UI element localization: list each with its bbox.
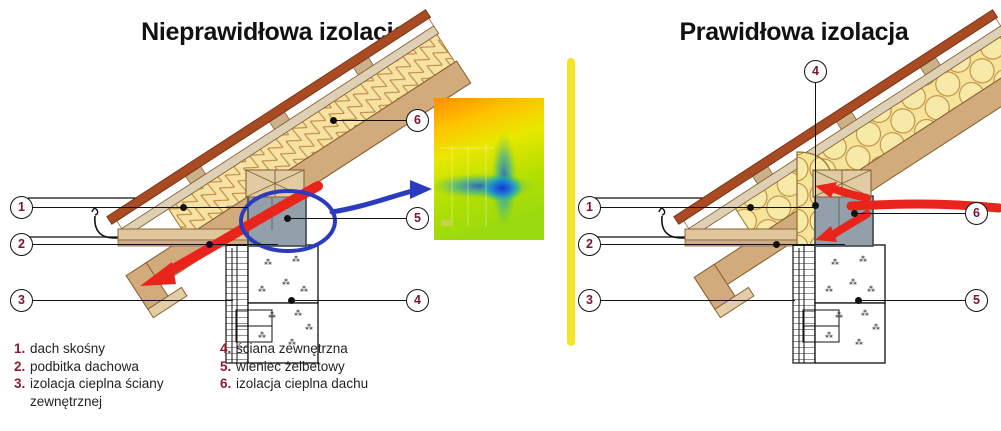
leader-dot-2 xyxy=(206,241,213,248)
svg-text:⁂: ⁂ xyxy=(282,277,290,287)
callout-1[interactable]: 1 xyxy=(10,196,33,219)
callout-2[interactable]: 2 xyxy=(578,233,601,256)
legend-label: dach skośny xyxy=(30,341,106,356)
callout-1[interactable]: 1 xyxy=(578,196,601,219)
svg-text:⁂: ⁂ xyxy=(294,308,302,318)
panel-incorrect-insulation: Nieprawidłowa izolacja xyxy=(10,9,559,410)
svg-text:⁂: ⁂ xyxy=(292,254,300,264)
legend-item: 3. izolacja cieplna ściany xyxy=(14,376,220,393)
legend-item: 2. podbitka dachowa xyxy=(14,359,220,376)
leader-dot-5 xyxy=(855,297,862,304)
page-title-left: Nieprawidłowa izolacja xyxy=(141,18,407,46)
legend-left: 1. dach skośny 2. podbitka dachowa 3. iz… xyxy=(14,341,559,410)
svg-text:⁂: ⁂ xyxy=(258,284,266,294)
leader-6 xyxy=(332,120,408,122)
yellow-divider xyxy=(567,58,575,346)
legend-item: 5. wieniec żelbetowy xyxy=(220,359,368,376)
svg-text:⁂: ⁂ xyxy=(825,330,833,340)
callout-2[interactable]: 2 xyxy=(10,233,33,256)
leader-5 xyxy=(859,300,967,302)
svg-text:⁂: ⁂ xyxy=(855,337,863,347)
callout-5[interactable]: 5 xyxy=(406,207,429,230)
leader-dot-1 xyxy=(747,204,754,211)
svg-text:⁂: ⁂ xyxy=(300,284,308,294)
legend-number: 4. xyxy=(220,341,232,356)
legend-left-col-1: 1. dach skośny 2. podbitka dachowa 3. iz… xyxy=(14,341,220,410)
legend-number: 5. xyxy=(220,358,232,374)
svg-text:⁂: ⁂ xyxy=(849,277,857,287)
legend-number: 6. xyxy=(220,376,232,391)
legend-label: izolacja cieplna dachu xyxy=(236,376,369,391)
legend-number: 1. xyxy=(14,341,26,356)
leader-dot-5 xyxy=(284,215,291,222)
svg-text:⁂: ⁂ xyxy=(258,330,266,340)
legend-item: 1. dach skośny xyxy=(14,341,220,358)
leader-dot-6 xyxy=(851,210,858,217)
legend-item: 4. ściana zewnętrzna xyxy=(220,341,368,358)
leader-3 xyxy=(33,300,233,302)
legend-label: podbitka dachowa xyxy=(30,358,139,374)
leader-dot-1 xyxy=(180,204,187,211)
legend-label: ściana zewnętrzna xyxy=(236,341,348,356)
leader-6 xyxy=(855,213,967,215)
callout-4[interactable]: 4 xyxy=(804,60,827,83)
leader-2 xyxy=(601,244,845,246)
leader-dot-2 xyxy=(773,241,780,248)
leader-dot-6 xyxy=(330,117,337,124)
svg-text:⁂: ⁂ xyxy=(288,337,296,347)
legend-label-continuation: zewnętrznej xyxy=(30,393,103,409)
blue-highlight-ellipse xyxy=(239,189,337,253)
diagram-incorrect-insulation: ⁂⁂ ⁂⁂ ⁂⁂ ⁂⁂ ⁂⁂ xyxy=(28,9,472,364)
svg-text:⁂: ⁂ xyxy=(264,257,272,267)
svg-text:⁂: ⁂ xyxy=(872,322,880,332)
legend-label: izolacja cieplna ściany xyxy=(30,376,164,391)
leader-5 xyxy=(288,218,408,220)
callout-3[interactable]: 3 xyxy=(10,289,33,312)
leader-4 xyxy=(292,300,408,302)
legend-number: 2. xyxy=(14,358,26,374)
callout-6[interactable]: 6 xyxy=(406,109,429,132)
svg-text:⁂: ⁂ xyxy=(831,257,839,267)
callout-6[interactable]: 6 xyxy=(965,202,988,225)
page-title-right: Prawidłowa izolacja xyxy=(679,18,909,46)
callout-3[interactable]: 3 xyxy=(578,289,601,312)
thermal-image xyxy=(428,98,544,240)
leader-4 xyxy=(815,83,817,205)
diagram-correct-insulation: ⁂⁂ ⁂⁂ ⁂⁂ ⁂⁂ ⁂⁂ xyxy=(595,9,1001,364)
callout-5[interactable]: 5 xyxy=(965,289,988,312)
leader-1 xyxy=(601,207,815,209)
legend-label: wieniec żelbetowy xyxy=(236,358,345,374)
legend-number: 3. xyxy=(14,376,26,391)
svg-text:⁂: ⁂ xyxy=(867,284,875,294)
leader-2 xyxy=(33,244,278,246)
callout-4[interactable]: 4 xyxy=(406,289,429,312)
svg-text:⁂: ⁂ xyxy=(305,322,313,332)
svg-text:⁂: ⁂ xyxy=(825,284,833,294)
blue-pointer-arrow xyxy=(329,180,432,215)
leader-1 xyxy=(33,207,248,209)
leader-dot-4 xyxy=(288,297,295,304)
svg-text:⁂: ⁂ xyxy=(861,308,869,318)
legend-item: 6. izolacja cieplna dachu xyxy=(220,376,368,393)
panel-correct-insulation: Prawidłowa izolacja xyxy=(575,0,1001,431)
svg-text:⁂: ⁂ xyxy=(859,254,867,264)
leader-dot-4 xyxy=(812,202,819,209)
legend-left-col-2: 4. ściana zewnętrzna 5. wieniec żelbetow… xyxy=(220,341,368,410)
leader-3 xyxy=(601,300,795,302)
